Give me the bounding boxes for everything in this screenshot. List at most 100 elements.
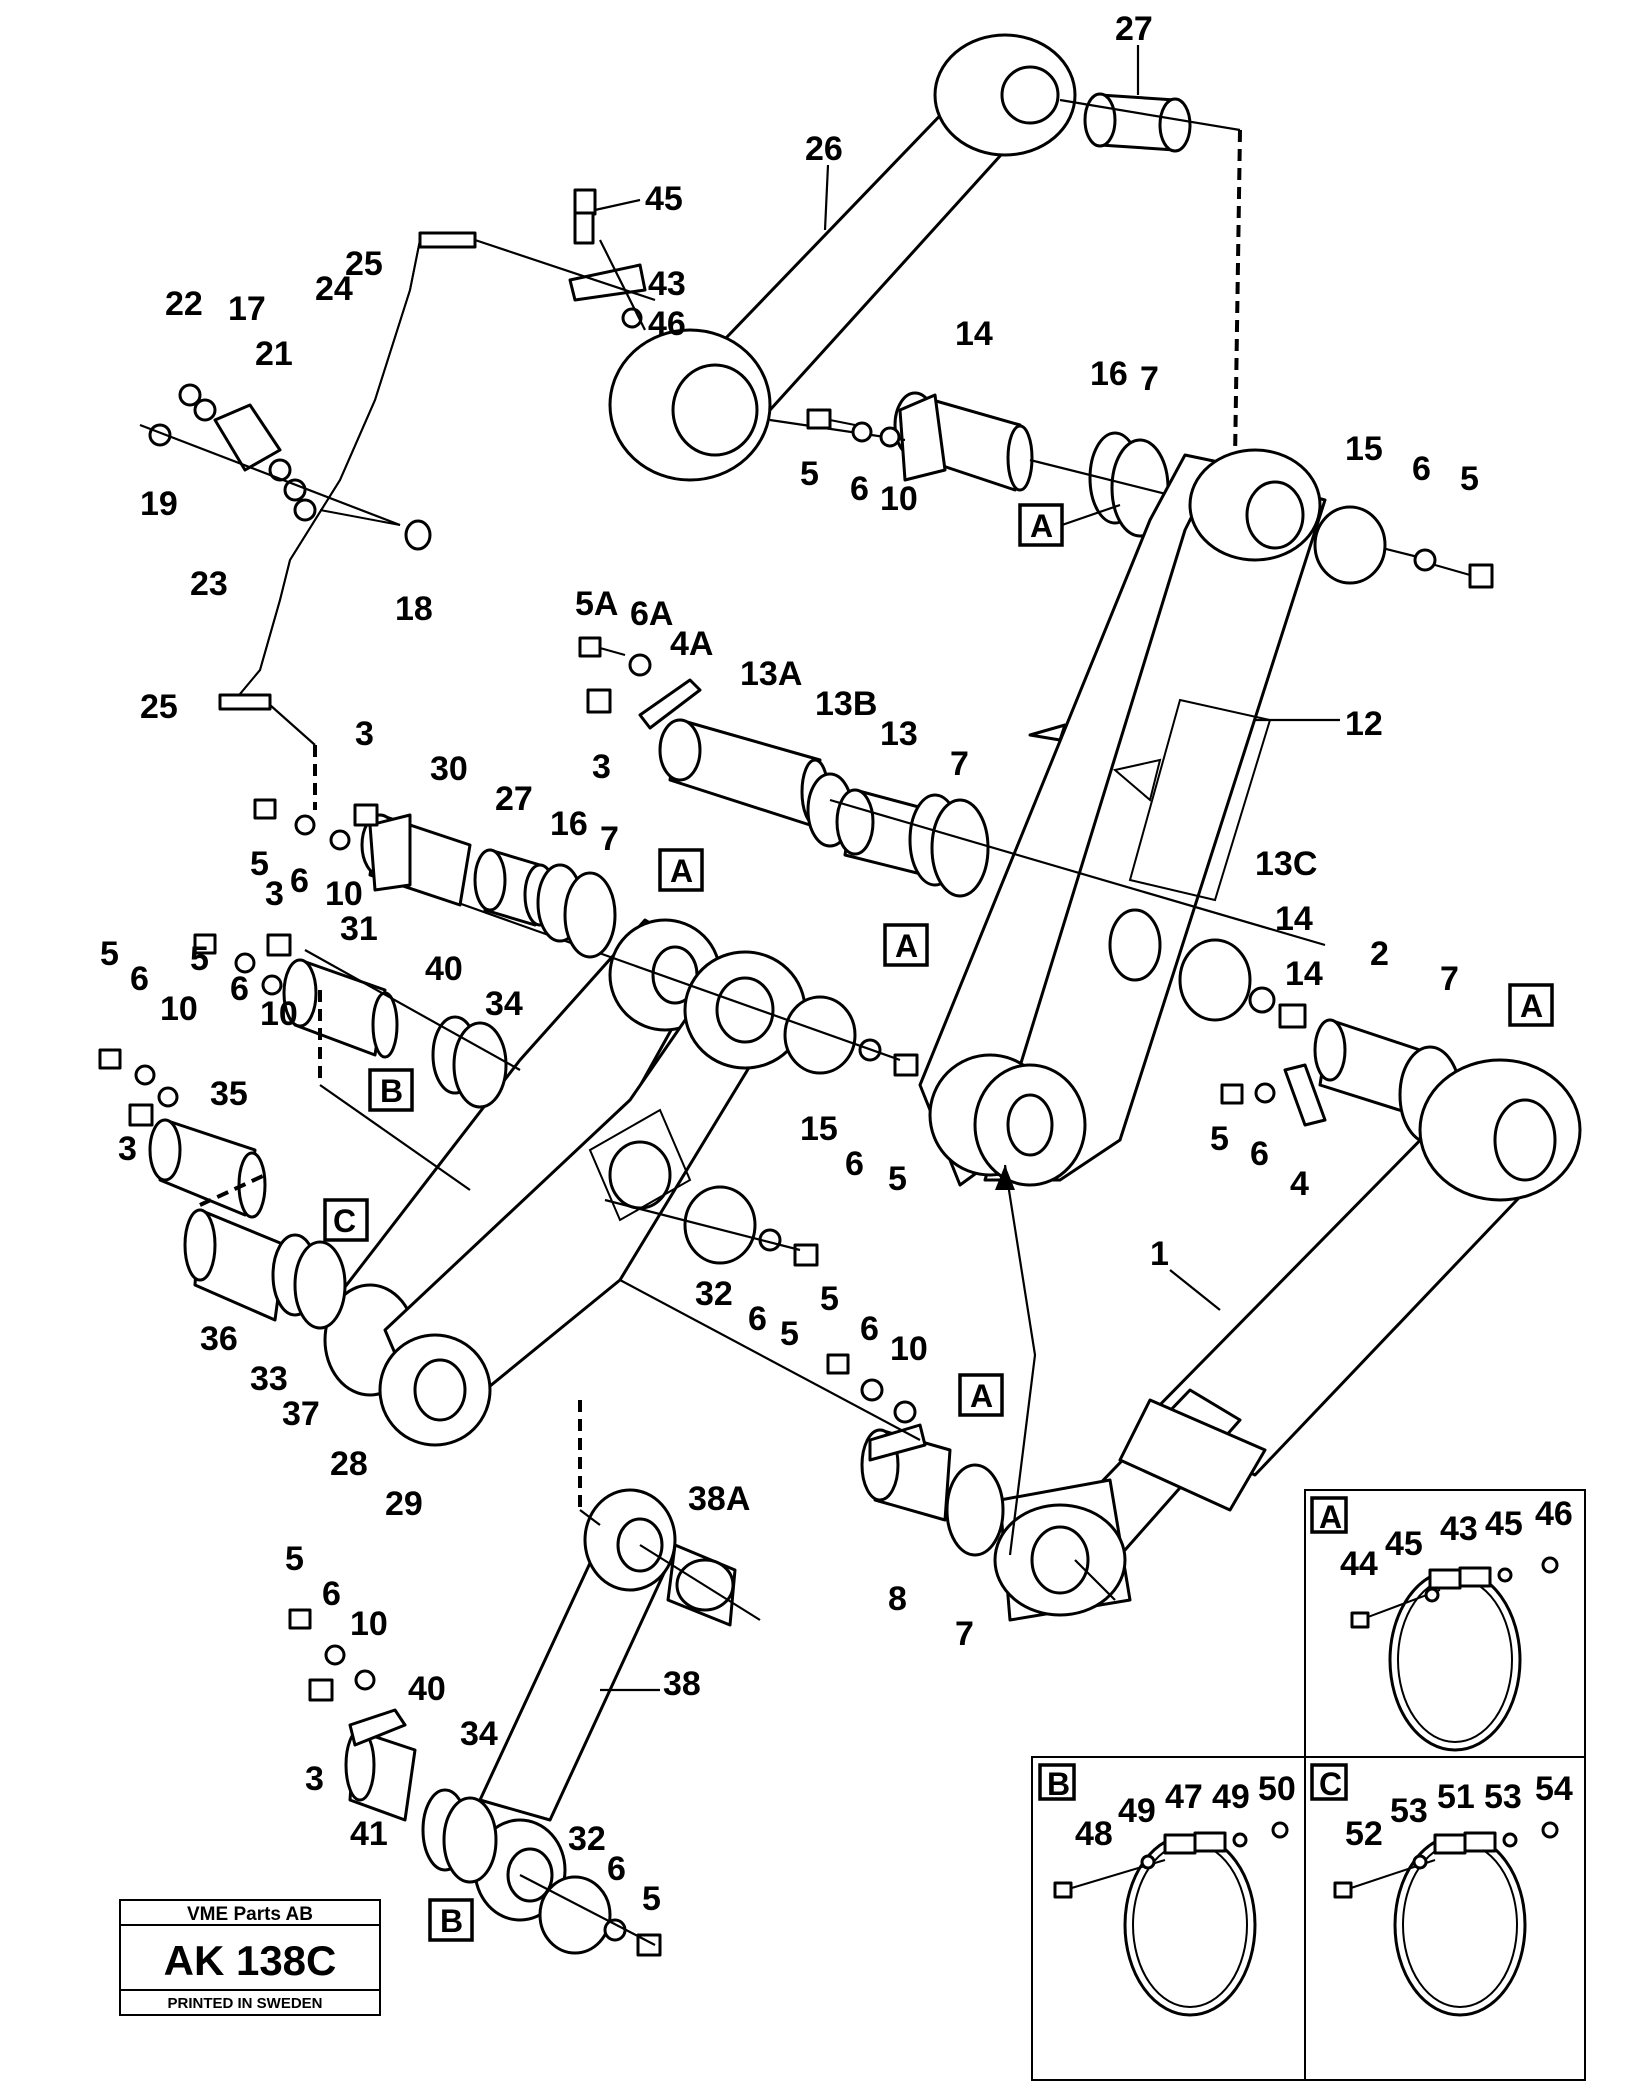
washer-13A	[1178, 938, 1252, 1022]
lift-arm-28	[378, 950, 807, 1447]
callout-7-left: 7	[600, 820, 619, 858]
washer-15-top	[1313, 505, 1387, 585]
detail-B-47: 47	[1165, 1778, 1203, 1816]
callout-17: 17	[228, 290, 266, 328]
callout-5A: 5A	[575, 585, 618, 623]
title-block-printed: PRINTED IN SWEDEN	[167, 1995, 322, 2012]
callout-3-bottom: 3	[305, 1760, 324, 1798]
callout-30: 31	[340, 910, 378, 948]
callout-6-mid2: 6	[748, 1300, 767, 1338]
callout-34: 35	[210, 1075, 248, 1113]
callout-15-mid: 15	[800, 1110, 838, 1148]
reference-boxes: A A A A A B B C	[323, 503, 1554, 1942]
pin-11	[835, 788, 990, 898]
pin-29	[360, 813, 472, 907]
callout-27: 28	[330, 1445, 368, 1483]
pin-12	[658, 718, 854, 848]
bushing-26-top	[1083, 92, 1192, 153]
callout-9-left2: 10	[160, 990, 198, 1028]
bolt-5-right	[1468, 563, 1494, 589]
ref-box-B-lower: B	[440, 1903, 463, 1939]
bolt-5-mid	[893, 1053, 919, 1077]
pin-30	[282, 958, 399, 1059]
link-arm-25	[608, 33, 1077, 482]
callout-24-left: 25	[140, 688, 178, 726]
callout-9-left1: 10	[325, 875, 363, 913]
callout-3-left3: 3	[118, 1130, 137, 1168]
ref-box-A-lower: A	[970, 1378, 993, 1414]
callout-3-left2: 3	[265, 875, 284, 913]
detail-panel-C: C 52 53 51 53 54	[1304, 1756, 1586, 2081]
callout-31-mid: 32	[695, 1275, 733, 1313]
callout-5-mid: 5	[888, 1160, 907, 1198]
callout-5-lower: 5	[820, 1280, 839, 1318]
detail-panel-A: A 44 45 43 45 46	[1304, 1489, 1586, 2081]
ref-box-C-left: C	[333, 1203, 356, 1239]
callout-35: 36	[200, 1320, 238, 1358]
callout-6A: 6A	[630, 595, 673, 633]
callout-9-bottom1: 10	[350, 1605, 388, 1643]
detail-A-45a: 45	[1385, 1525, 1423, 1563]
callout-5-bottom2: 5	[642, 1880, 661, 1918]
callout-6-left3: 6	[230, 970, 249, 1008]
callout-33-lower: 34	[460, 1715, 498, 1753]
detail-B-letter: B	[1047, 1766, 1070, 1802]
pin-39	[344, 1708, 417, 1822]
callout-3-mid: 3	[592, 748, 611, 786]
detail-B-48: 48	[1075, 1815, 1113, 1853]
callout-labels: 27 26 45 43 46 25 24 22 17 21 19 18 23 2…	[100, 10, 1479, 1918]
title-block-company: VME Parts AB	[187, 1904, 313, 1925]
callout-6-right2: 6	[1250, 1135, 1269, 1173]
nut-13C	[1248, 986, 1276, 1014]
callout-6-lower: 6	[860, 1310, 879, 1348]
callout-8: 8	[888, 1580, 907, 1618]
callout-32: 33	[250, 1360, 288, 1398]
callout-7-mid: 7	[950, 745, 969, 783]
callout-18: 18	[395, 590, 433, 628]
callout-6-bottom1: 6	[322, 1575, 341, 1613]
callout-20: 21	[255, 335, 293, 373]
detail-B-49a: 49	[1118, 1792, 1156, 1830]
callout-15-top: 15	[1345, 430, 1383, 468]
callout-6-top: 6	[850, 470, 869, 508]
callout-33-left: 34	[485, 985, 523, 1023]
ref-box-B-left: B	[380, 1073, 403, 1109]
callout-4: 4	[1290, 1165, 1309, 1203]
callout-5-right2: 5	[1210, 1120, 1229, 1158]
callout-13B: 14	[1285, 955, 1323, 993]
bolt-5-mid2	[793, 1243, 819, 1267]
callout-2: 2	[1370, 935, 1389, 973]
callout-5-left2: 5	[100, 935, 119, 973]
ref-box-A-left: A	[670, 853, 693, 889]
callout-38A-lower: 40	[408, 1670, 446, 1708]
title-block: VME Parts AB AK 138C PRINTED IN SWEDEN	[119, 1899, 381, 2016]
callout-4A: 4A	[670, 625, 713, 663]
callout-5-bottom1: 5	[285, 1540, 304, 1578]
valve-block-17	[148, 383, 317, 522]
detail-panel-B: B 48 49 47 49 50	[1031, 1756, 1306, 2081]
callout-29: 30	[430, 750, 468, 788]
title-block-code: AK 138C	[164, 1937, 337, 1984]
callout-5-mid2: 5	[780, 1315, 799, 1353]
callout-1: 1	[1150, 1235, 1169, 1273]
ring-33-lower	[442, 1796, 498, 1884]
ref-box-A-top: A	[1030, 508, 1053, 544]
callout-6-right: 6	[1412, 450, 1431, 488]
washer-31-mid	[683, 1185, 757, 1265]
callout-39: 41	[350, 1815, 388, 1853]
callout-22: 23	[190, 565, 228, 603]
callout-42: 46	[648, 305, 686, 343]
detail-A-43: 43	[1440, 1510, 1478, 1548]
nut-6-top	[1413, 548, 1437, 572]
callout-7-lower: 7	[955, 1615, 974, 1653]
callout-16-left: 16	[550, 805, 588, 843]
callout-3-left: 3	[355, 715, 374, 753]
ring-33-left	[452, 1021, 508, 1109]
callout-26-left: 27	[495, 780, 533, 818]
pin-35	[183, 1208, 347, 1330]
nut-6-lower	[603, 1918, 627, 1942]
callout-9-lower: 10	[890, 1330, 928, 1368]
bushing-38	[666, 1543, 737, 1627]
callout-36: 37	[282, 1395, 320, 1433]
